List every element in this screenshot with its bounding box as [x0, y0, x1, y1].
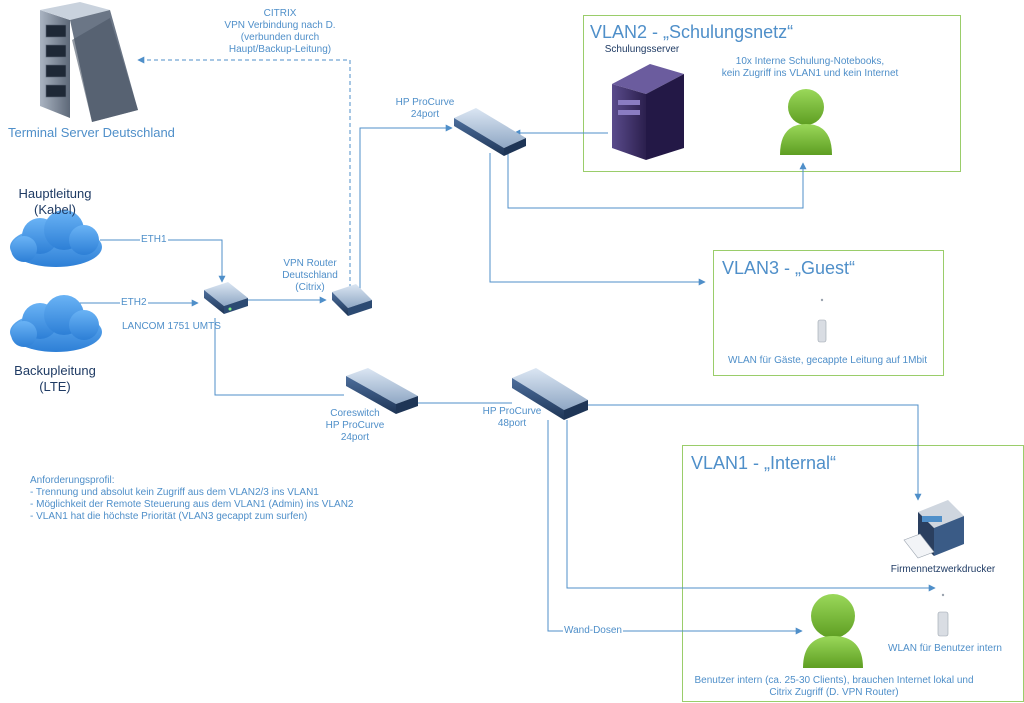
wlan-intern-label: WLAN für Benutzer intern — [888, 643, 1002, 654]
vlan1-box — [682, 445, 1024, 702]
hauptleitung-line2: (Kabel) — [34, 202, 76, 217]
hp-procurve-24-switch-icon — [454, 108, 526, 156]
eth1-link — [100, 239, 226, 283]
vlan1-users-label: Benutzer intern (ca. 25-30 Clients), bra… — [684, 675, 984, 699]
lancom-core-link — [214, 318, 344, 396]
hauptleitung-line1: Hauptleitung — [18, 186, 92, 201]
vlan2-users-icon — [780, 89, 832, 155]
hp48-wlan-link — [566, 420, 936, 592]
eth2-label: ETH2 — [120, 297, 148, 308]
vlan3-box — [713, 250, 944, 376]
printer-icon — [903, 500, 964, 559]
schulungsserver-label: Schulungsserver — [604, 44, 680, 55]
terminal-server-label: Terminal Server Deutschland — [8, 125, 175, 140]
citrix-label: CITRIX VPN Verbindung nach D. (verbunden… — [210, 8, 350, 56]
hp48-printer-link — [586, 404, 922, 501]
vpn-hp24-link — [359, 124, 453, 290]
printer-label: Firmennetzwerkdrucker — [890, 564, 996, 575]
requirements-item: - Möglichkeit der Remote Steuerung aus d… — [30, 499, 354, 510]
terminal-server-icon — [40, 2, 138, 122]
requirements-block: Anforderungsprofil: - Trennung und absol… — [30, 475, 353, 523]
vlan2-title: VLAN2 - „Schulungsnetz“ — [590, 22, 794, 42]
hp24-vlan3-link — [489, 153, 706, 286]
lancom-router-icon — [204, 282, 248, 314]
coreswitch-line3: 24port — [340, 432, 370, 443]
citrix-line2: VPN Verbindung nach D. — [224, 20, 336, 31]
vlan3-title: VLAN3 - „Guest“ — [722, 258, 856, 278]
vpn-router-line1: VPN Router — [283, 258, 337, 269]
schulungsserver-icon — [612, 64, 684, 160]
vpn-router-icon — [332, 284, 372, 316]
hp-procurve-48-switch-icon — [512, 368, 588, 420]
hp24-vlan2-users-link — [507, 153, 807, 209]
citrix-line1: CITRIX — [263, 8, 297, 19]
vlan2-clients-label: 10x Interne Schulung-Notebooks, kein Zug… — [700, 56, 920, 80]
lancom-label: LANCOM 1751 UMTS — [122, 321, 221, 332]
backupleitung-label: Backupleitung (LTE) — [0, 363, 110, 395]
wlan-intern-ap-icon — [937, 593, 949, 637]
coreswitch-icon — [346, 368, 418, 414]
wand-dosen-label: Wand-Dosen — [563, 625, 623, 636]
backupleitung-line1: Backupleitung — [14, 363, 96, 378]
backupleitung-line2: (LTE) — [39, 379, 71, 394]
coreswitch-line2: HP ProCurve — [325, 420, 385, 431]
hp48-label: HP ProCurve 48port — [472, 406, 552, 430]
backupleitung-cloud-icon — [10, 295, 102, 352]
vlan1-users-icon — [803, 594, 863, 668]
vpn-router-line3: (Citrix) — [295, 282, 325, 293]
requirements-item: - VLAN1 hat die höchste Priorität (VLAN3… — [30, 511, 308, 522]
wlan-guest-ap-icon — [817, 298, 827, 343]
hp24-top-line2: 24port — [410, 109, 440, 120]
hauptleitung-cloud-icon — [10, 210, 102, 267]
vlan3-wlan-label: WLAN für Gäste, gecappte Leitung auf 1Mb… — [728, 355, 927, 366]
vpn-router-line2: Deutschland — [282, 270, 338, 281]
vpn-router-label: VPN Router Deutschland (Citrix) — [270, 258, 350, 294]
hp48-users-link — [547, 420, 803, 635]
citrix-line3: (verbunden durch — [240, 32, 320, 43]
citrix-line4: Haupt/Backup-Leitung) — [228, 44, 332, 55]
eth1-label: ETH1 — [140, 234, 168, 245]
hp48-line1: HP ProCurve — [482, 406, 542, 417]
hp48-line2: 48port — [497, 418, 527, 429]
requirements-item: - Trennung und absolut kein Zugriff aus … — [30, 487, 319, 498]
requirements-title: Anforderungsprofil: — [30, 475, 115, 486]
hp24-top-label: HP ProCurve 24port — [385, 97, 465, 121]
hp24-top-line1: HP ProCurve — [395, 97, 455, 108]
vlan2-clients-line1: 10x Interne Schulung-Notebooks, — [735, 56, 885, 67]
vlan1-users-line1: Benutzer intern (ca. 25-30 Clients), bra… — [694, 675, 974, 686]
coreswitch-label: Coreswitch HP ProCurve 24port — [315, 408, 395, 444]
hauptleitung-label: Hauptleitung (Kabel) — [0, 186, 110, 218]
coreswitch-line1: Coreswitch — [330, 408, 380, 419]
vlan1-title: VLAN1 - „Internal“ — [691, 453, 837, 473]
vlan2-clients-line2: kein Zugriff ins VLAN1 und kein Internet — [721, 68, 899, 79]
citrix-vpn-link — [137, 56, 351, 288]
vlan1-users-line2: Citrix Zugriff (D. VPN Router) — [769, 687, 899, 698]
